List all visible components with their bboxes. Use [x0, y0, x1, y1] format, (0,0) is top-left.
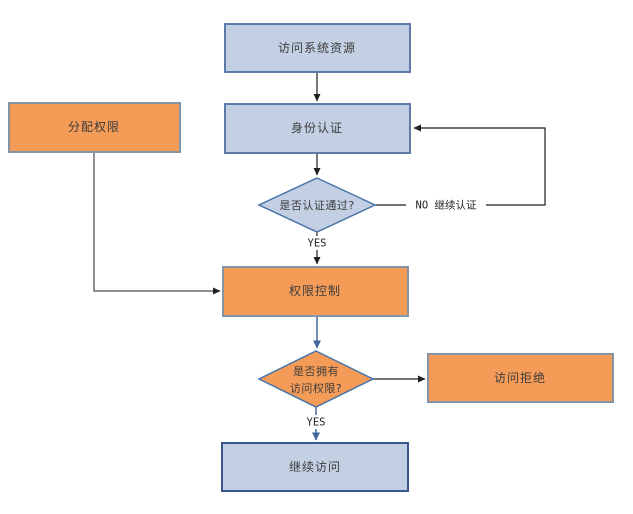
connector-assign-to-control — [93, 152, 221, 295]
label-continue-access: 继续访问 — [289, 460, 341, 474]
node-continue-access — [221, 442, 409, 492]
label-identity-auth: 身份认证 — [291, 120, 343, 135]
decision-auth-passed — [257, 177, 377, 233]
label-yes-permission: YES — [307, 417, 326, 429]
label-access-resource: 访问系统资源 — [278, 41, 356, 55]
decision-has-permission — [257, 350, 375, 408]
node-access-denied — [427, 353, 614, 403]
node-assign-permission — [8, 102, 181, 153]
no-label-halo — [406, 198, 486, 212]
yes2-label-halo — [301, 415, 331, 429]
label-permission-control: 权限控制 — [289, 284, 341, 298]
label-assign-permission: 分配权限 — [68, 120, 120, 134]
yes1-label-halo — [302, 236, 332, 250]
label-auth-passed: 是否认证通过? — [279, 199, 354, 212]
label-no-retry: NO 继续认证 — [416, 199, 477, 212]
node-permission-control — [222, 266, 409, 317]
label-access-denied: 访问拒绝 — [494, 370, 546, 385]
label-has-permission-line2: 访问权限? — [290, 382, 342, 395]
label-has-permission-line1: 是否拥有 — [293, 364, 339, 378]
node-identity-auth — [224, 103, 411, 154]
label-yes-auth: YES — [308, 238, 327, 250]
node-access-resource — [224, 23, 411, 73]
